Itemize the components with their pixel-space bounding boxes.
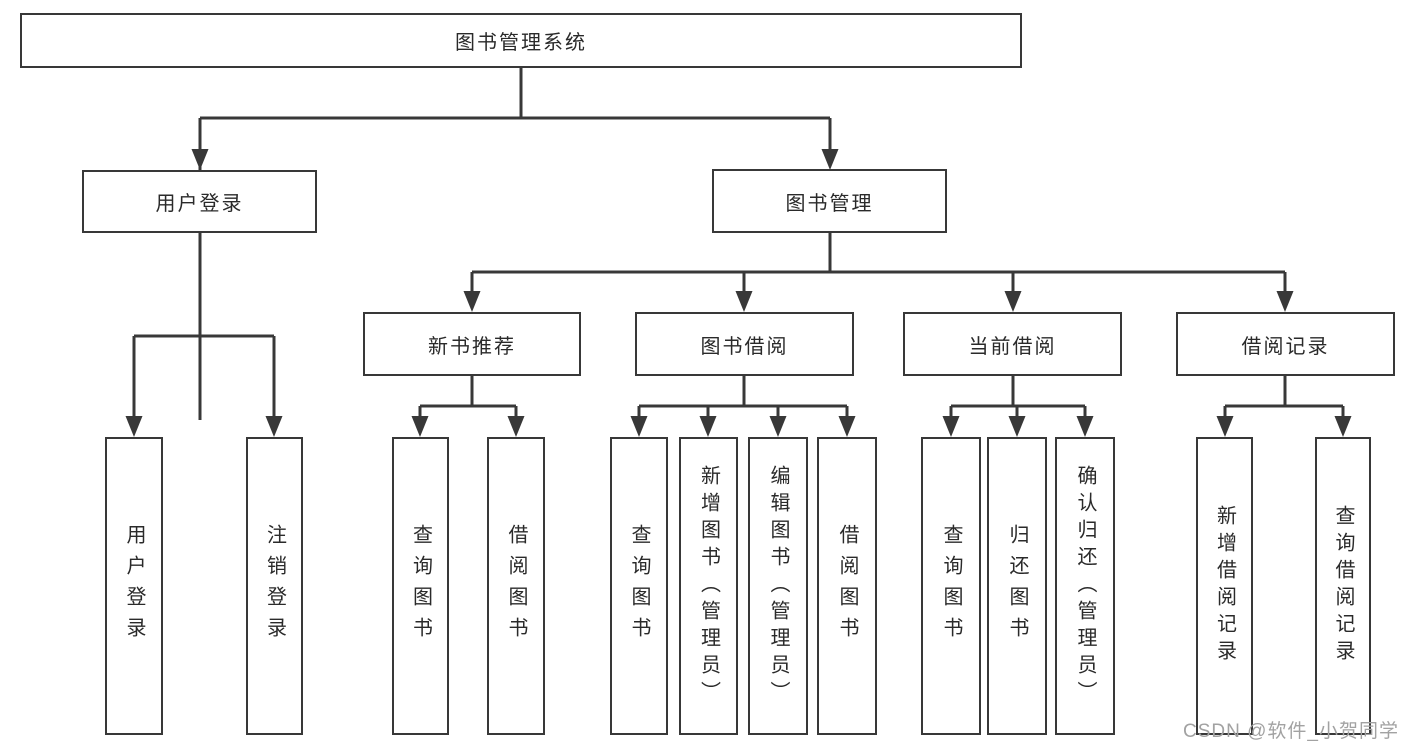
node-borrowing-records: 借阅记录: [1176, 312, 1395, 376]
leaf-borrow-books-recommend: 借阅图书: [487, 437, 545, 735]
leaf-edit-books-admin: 编辑图书（管理员）: [748, 437, 808, 735]
arrowheads: [125, 149, 1352, 437]
leaf-label: 确认归还（管理员）: [1074, 464, 1096, 708]
leaf-label: 借阅图书: [836, 524, 858, 648]
leaf-user-login: 用户登录: [105, 437, 163, 735]
leaf-label: 新增图书（管理员）: [697, 464, 720, 708]
leaf-label: 编辑图书（管理员）: [767, 464, 789, 708]
leaf-logout: 注销登录: [246, 437, 303, 735]
leaf-label: 查询图书: [409, 524, 432, 648]
leaf-confirm-return-admin: 确认归还（管理员）: [1055, 437, 1115, 735]
leaf-label: 查询借阅记录: [1332, 505, 1354, 667]
node-user-login: 用户登录: [82, 170, 317, 233]
node-book-borrowing: 图书借阅: [635, 312, 854, 376]
leaf-label: 新增借阅记录: [1213, 505, 1236, 667]
node-root-system: 图书管理系统: [20, 13, 1022, 68]
leaf-label: 查询图书: [628, 524, 650, 648]
node-book-management: 图书管理: [712, 169, 947, 233]
leaf-add-books-admin: 新增图书（管理员）: [679, 437, 738, 735]
leaf-label: 查询图书: [940, 524, 962, 648]
leaf-return-books: 归还图书: [987, 437, 1047, 735]
leaf-query-books-borrowing: 查询图书: [610, 437, 668, 735]
node-new-book-recommend: 新书推荐: [363, 312, 581, 376]
leaf-query-books-current: 查询图书: [921, 437, 981, 735]
leaf-borrow-books: 借阅图书: [817, 437, 877, 735]
leaf-label: 注销登录: [263, 524, 286, 648]
leaf-query-borrow-record: 查询借阅记录: [1315, 437, 1371, 735]
csdn-watermark: CSDN @软件_小贺同学: [1183, 721, 1399, 742]
leaf-label: 用户登录: [123, 524, 145, 648]
node-current-borrowing: 当前借阅: [903, 312, 1122, 376]
leaf-label: 借阅图书: [505, 524, 527, 648]
leaf-query-books-recommend: 查询图书: [392, 437, 449, 735]
leaf-label: 归还图书: [1006, 524, 1028, 648]
leaf-add-borrow-record: 新增借阅记录: [1196, 437, 1253, 735]
